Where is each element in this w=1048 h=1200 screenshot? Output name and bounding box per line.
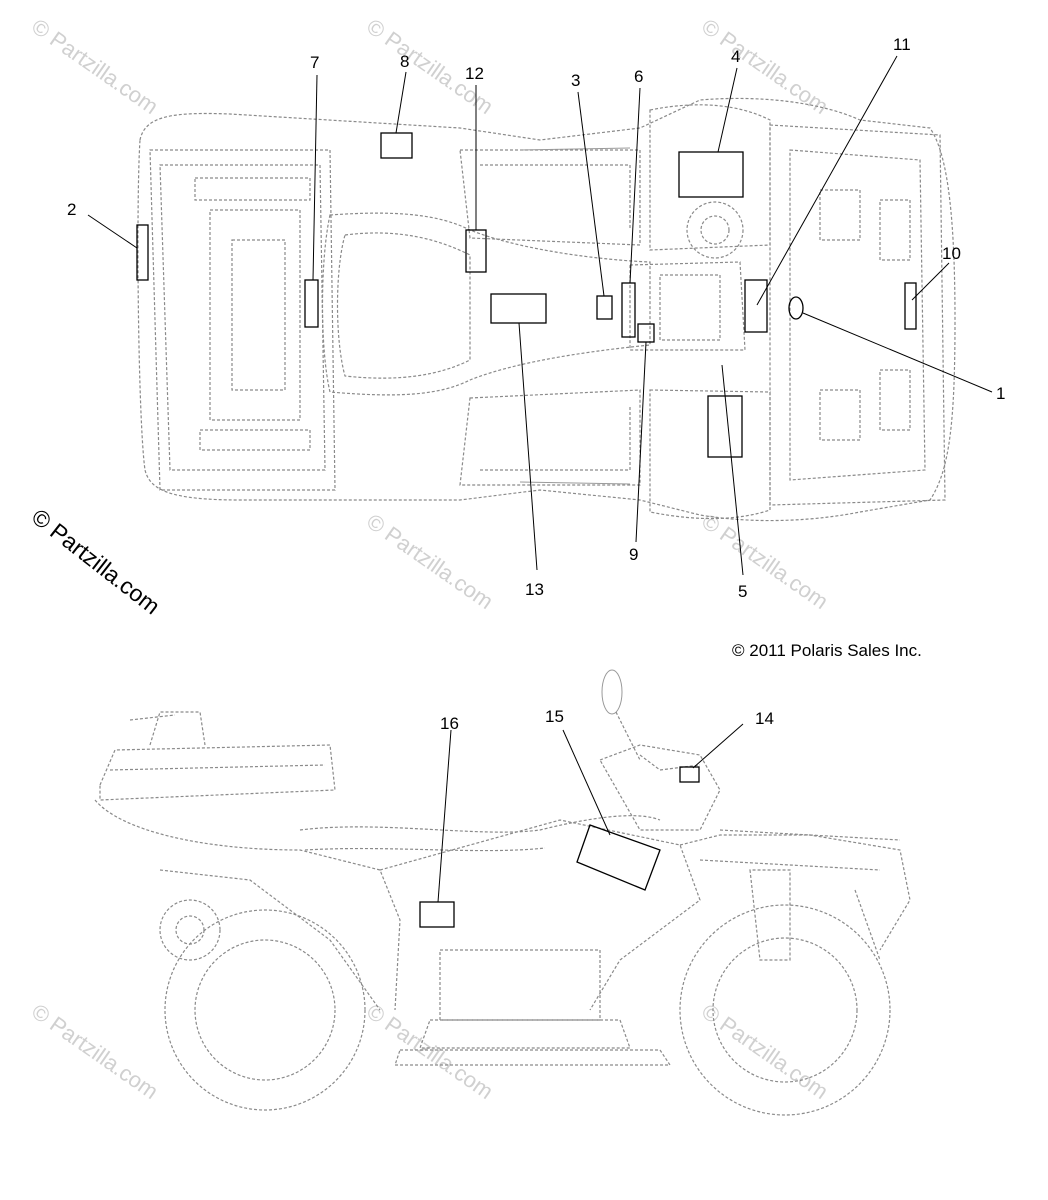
decal-7 [304, 279, 319, 328]
decal-12 [465, 229, 487, 273]
callout-8: 8 [400, 52, 409, 71]
decal-11 [744, 279, 768, 333]
callout-13: 13 [525, 580, 544, 599]
atv-side-view-outline [94, 669, 911, 1116]
watermark: © Partzilla.com [362, 999, 498, 1105]
decal-4 [678, 151, 744, 198]
top-view-decals [136, 132, 917, 458]
decal-13 [490, 293, 547, 324]
callout-12: 12 [465, 64, 484, 83]
atv-top-view-outline [137, 97, 956, 522]
callout-3: 3 [571, 71, 580, 90]
watermark: © Partzilla.com [27, 14, 163, 120]
decal-8 [380, 132, 413, 159]
decal-1 [788, 296, 804, 320]
callout-4: 4 [731, 47, 740, 66]
decal-6 [621, 282, 636, 338]
decal-16 [419, 901, 455, 928]
decal-10 [904, 282, 917, 330]
callout-7: 7 [310, 53, 319, 72]
callout-16: 16 [440, 714, 459, 733]
callout-10: 10 [942, 244, 961, 263]
callout-14: 14 [755, 709, 774, 728]
callout-11: 11 [893, 35, 911, 54]
callout-9: 9 [629, 545, 638, 564]
decal-2 [136, 224, 149, 281]
callout-15: 15 [545, 707, 564, 726]
callout-2: 2 [67, 200, 76, 219]
top-view-callouts: 2 7 8 12 3 6 4 11 10 1 9 13 5 [67, 35, 1005, 601]
watermarks: © Partzilla.com © Partzilla.com © Partzi… [27, 14, 833, 1105]
watermark: © Partzilla.com [697, 999, 833, 1105]
callout-6: 6 [634, 67, 643, 86]
side-view-decals [419, 766, 700, 928]
watermark: © Partzilla.com [362, 509, 498, 615]
decal-14 [679, 766, 700, 783]
watermark: © Partzilla.com [697, 14, 833, 120]
decal-3 [596, 295, 613, 320]
watermark: © Partzilla.com [697, 509, 833, 615]
side-view-callouts: 14 15 16 [440, 707, 774, 733]
top-view-leaders [87, 55, 993, 576]
decal-5 [707, 395, 743, 458]
side-view-leaders [437, 723, 744, 903]
decal-15 [576, 824, 661, 891]
watermark: © Partzilla.com [27, 999, 163, 1105]
decal-9 [637, 323, 655, 343]
callout-1: 1 [996, 384, 1005, 403]
copyright-text: © 2011 Polaris Sales Inc. [732, 641, 922, 660]
callout-5: 5 [738, 582, 747, 601]
partzilla-watermark: © Partzilla.com [27, 503, 165, 619]
